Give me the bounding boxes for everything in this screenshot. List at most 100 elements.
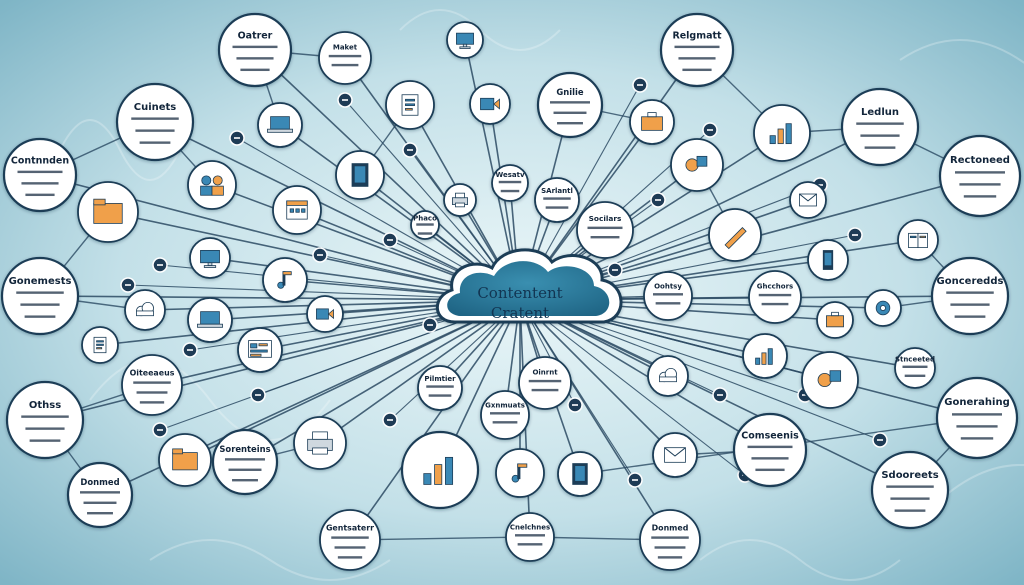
- label-node: Ledlun: [840, 87, 920, 167]
- laptop-icon: [267, 116, 293, 133]
- node-text-line: [133, 381, 171, 384]
- monitor-icon-node: [189, 237, 231, 279]
- node-text-line: [21, 182, 59, 185]
- connector-line: [254, 49, 521, 301]
- label-node: Stnceeted: [894, 347, 936, 389]
- node-text-line: [894, 509, 926, 512]
- node-text-line: [590, 236, 620, 239]
- monitor-icon: [456, 32, 474, 49]
- node-text-line: [557, 122, 583, 125]
- label-node: Donmed: [639, 509, 701, 571]
- label-node: Socilars: [576, 201, 634, 259]
- video-icon: [480, 97, 500, 111]
- node-label: Othss: [29, 400, 61, 411]
- music-icon: [511, 463, 528, 483]
- label-node: Oinrnt: [518, 356, 572, 410]
- laptop-icon: [197, 311, 223, 328]
- node-text-line: [654, 546, 686, 549]
- printer-icon: [451, 192, 468, 208]
- junction-dot: [847, 227, 863, 243]
- node-text-line: [334, 546, 366, 549]
- label-node: Oiteeaeus: [121, 354, 183, 416]
- node-text-line: [755, 468, 785, 472]
- shapes-icon: [685, 155, 708, 172]
- node-text-line: [528, 379, 562, 383]
- connector-line: [519, 299, 746, 476]
- junction-dot: [250, 387, 266, 403]
- label-node: Contnnden: [2, 137, 78, 213]
- node-label: Ghcchors: [757, 283, 793, 291]
- tablet-icon: [572, 463, 588, 485]
- document-icon-node: [385, 80, 435, 130]
- node-text-line: [856, 122, 904, 125]
- shapes-icon: [817, 370, 842, 388]
- settings-icon: [875, 300, 891, 316]
- node-text-line: [952, 413, 1002, 416]
- node-text-line: [135, 129, 175, 132]
- node-text-line: [492, 421, 518, 424]
- settings-icon-node: [864, 289, 902, 327]
- node-text-line: [17, 170, 63, 174]
- node-text-line: [139, 141, 171, 144]
- music-icon: [277, 271, 292, 289]
- connector-line: [519, 299, 676, 456]
- connector-line: [519, 299, 636, 481]
- hub-cloud-inner: [447, 261, 610, 316]
- node-text-line: [29, 439, 61, 442]
- connector-line: [44, 299, 521, 421]
- node-text-line: [674, 45, 720, 49]
- label-node: Cnelchnes: [505, 512, 555, 562]
- node-text-line: [955, 171, 1005, 174]
- label-node: Sorenteins: [211, 428, 279, 496]
- laptop-icon-node: [257, 102, 303, 148]
- folder-icon-node: [158, 433, 212, 487]
- phone-icon-node: [807, 239, 849, 281]
- node-text-line: [490, 412, 520, 415]
- node-text-line: [761, 302, 789, 306]
- junction-dot: [120, 277, 136, 293]
- node-text-line: [545, 206, 569, 209]
- node-text-line: [225, 458, 265, 461]
- node-label: Wesatv: [495, 171, 524, 179]
- pencil-icon: [724, 227, 747, 250]
- node-label: Sorenteins: [219, 444, 270, 454]
- label-node: SArlantl: [534, 177, 580, 223]
- briefcase-icon-node: [816, 301, 854, 339]
- node-text-line: [682, 68, 712, 72]
- label-node: Gnilie: [536, 71, 604, 139]
- chart-icon-node: [742, 333, 788, 379]
- wisp: [939, 464, 1024, 501]
- node-label: Gonemests: [9, 276, 72, 287]
- label-node: Gonerahing: [935, 376, 1019, 460]
- chart-icon-node: [400, 430, 480, 510]
- node-text-line: [860, 134, 900, 137]
- node-text-line: [531, 388, 559, 392]
- mail-icon: [799, 193, 817, 207]
- junction-dot: [872, 432, 888, 448]
- junction-dot: [402, 142, 418, 158]
- dashboard-icon-node: [237, 327, 283, 373]
- node-text-line: [651, 536, 689, 539]
- nodes: OatrerMaketRelgmattCuinetsContnndenGnili…: [0, 12, 1022, 571]
- node-text-line: [240, 68, 270, 72]
- node-text-line: [80, 491, 120, 494]
- label-node: Gonceredds: [930, 256, 1010, 336]
- mail-icon-node: [652, 432, 698, 478]
- junction-dot: [627, 472, 643, 488]
- node-text-line: [553, 111, 587, 114]
- node-text-line: [139, 401, 165, 404]
- node-text-line: [904, 374, 926, 377]
- music-icon-node: [495, 448, 545, 498]
- node-text-line: [131, 117, 179, 120]
- node-text-line: [328, 54, 362, 58]
- node-text-line: [902, 365, 928, 368]
- label-node: Pilmtier: [417, 365, 463, 411]
- briefcase-icon: [641, 112, 663, 131]
- video-icon: [316, 308, 334, 320]
- folder-icon-node: [77, 181, 139, 243]
- label-node: Maket: [318, 31, 372, 85]
- node-text-line: [21, 415, 69, 418]
- node-text-line: [956, 425, 998, 428]
- briefcase-icon: [826, 311, 844, 328]
